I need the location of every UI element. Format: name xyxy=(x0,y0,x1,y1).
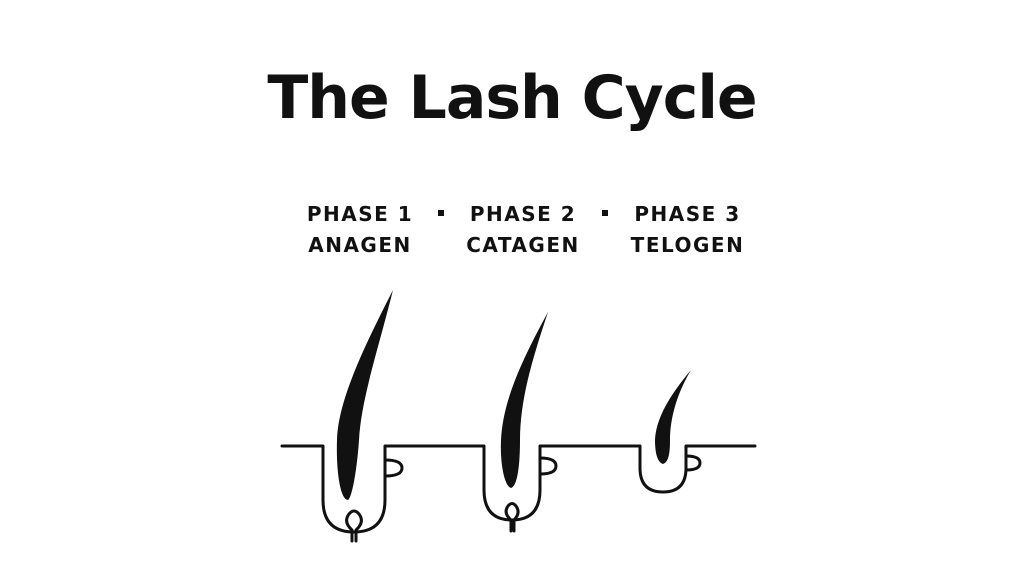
phase-separator-1 xyxy=(438,210,444,216)
lash-hair-3 xyxy=(655,370,691,464)
page-title: The Lash Cycle xyxy=(267,63,757,133)
phase-3-number: PHASE 3 xyxy=(634,202,741,226)
phase-3-name: TELOGEN xyxy=(630,233,745,257)
phase-1-number: PHASE 1 xyxy=(306,202,414,226)
papilla-2 xyxy=(504,502,520,533)
lash-hair-2 xyxy=(500,312,548,488)
gland-2 xyxy=(538,456,558,476)
phase-separator-2 xyxy=(602,210,608,216)
lash-hair-1 xyxy=(336,290,393,500)
gland-3 xyxy=(684,454,702,472)
phase-1-name: ANAGEN xyxy=(308,233,412,257)
phase-2-name: CATAGEN xyxy=(466,233,580,257)
gland-1 xyxy=(383,458,404,478)
papilla-1 xyxy=(345,509,363,543)
phase-2-number: PHASE 2 xyxy=(469,202,577,226)
